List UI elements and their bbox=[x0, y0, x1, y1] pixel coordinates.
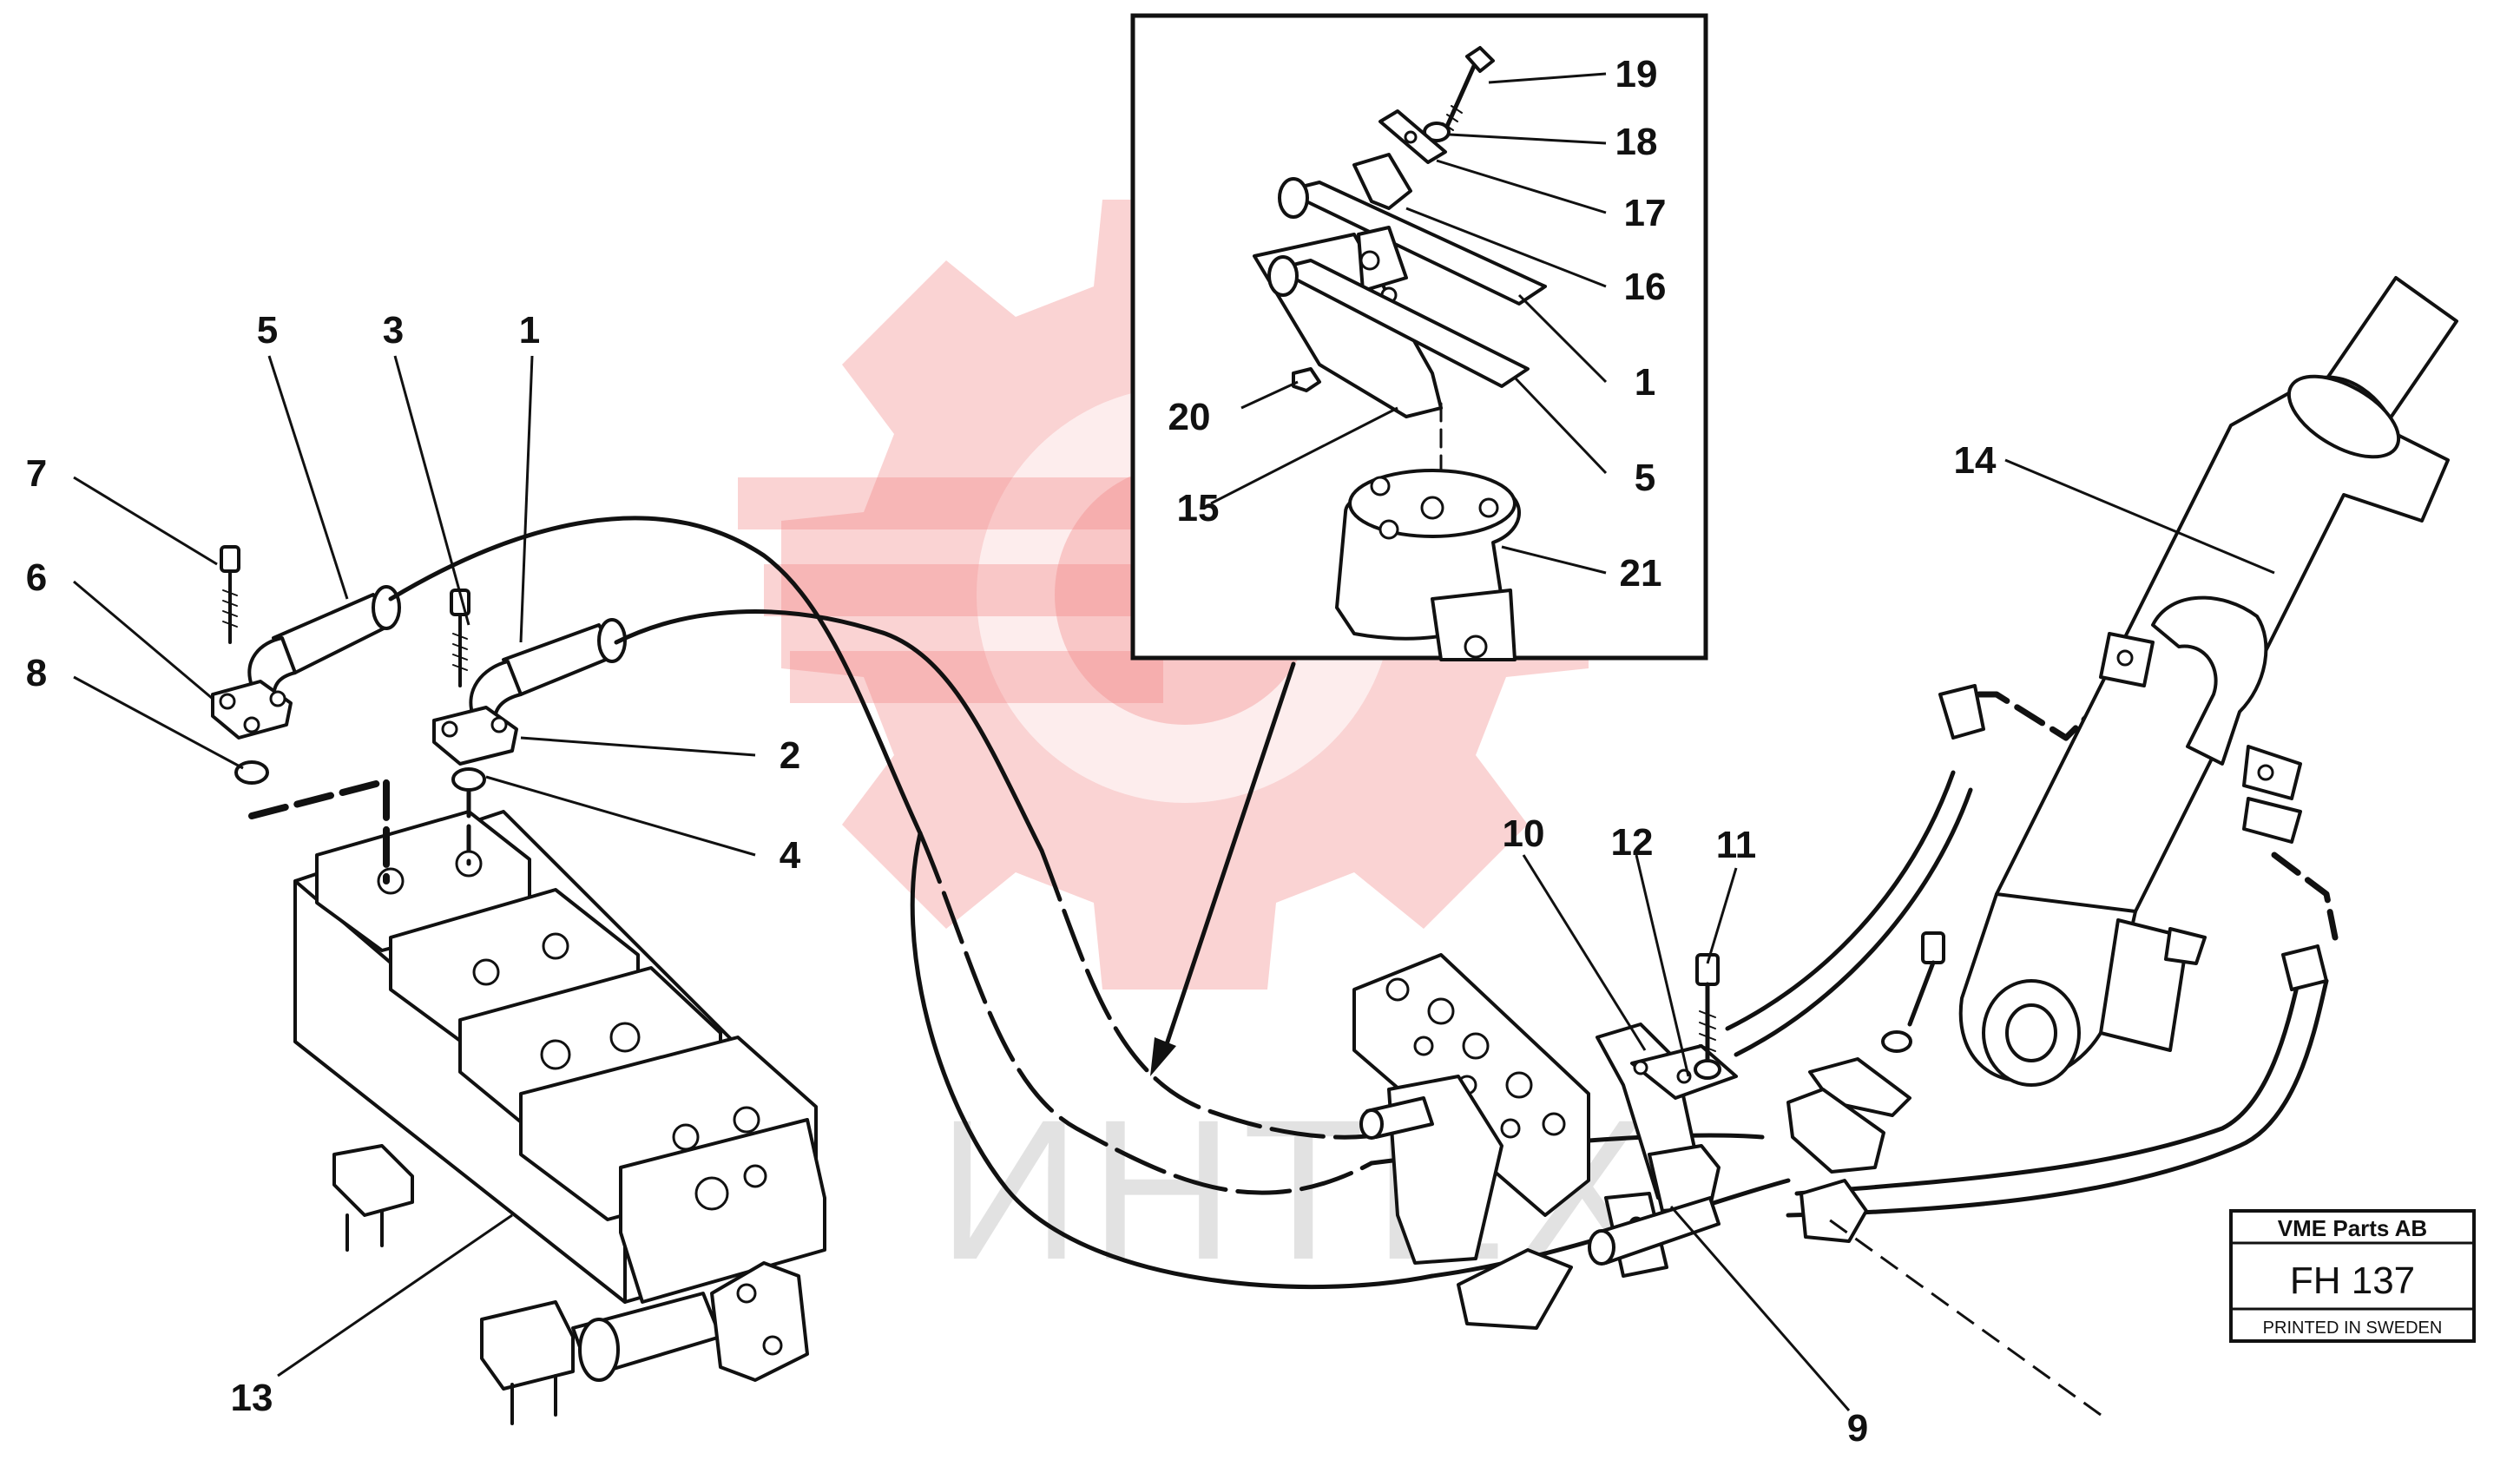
callout-7: 7 bbox=[26, 452, 47, 495]
detail-inset bbox=[1130, 13, 1708, 661]
callout-10: 10 bbox=[1503, 812, 1545, 855]
title-block: VME Parts AB FH 137 PRINTED IN SWEDEN bbox=[2229, 1209, 2476, 1343]
callout-3: 3 bbox=[383, 309, 404, 352]
o-ring-4 bbox=[451, 767, 486, 792]
callout-inset-5: 5 bbox=[1635, 457, 1655, 499]
elbow-fitting-right bbox=[432, 618, 627, 766]
callout-2: 2 bbox=[780, 734, 800, 777]
company-name: VME Parts AB bbox=[2278, 1215, 2427, 1241]
callout-11: 11 bbox=[1716, 824, 1757, 866]
printed-note: PRINTED IN SWEDEN bbox=[2263, 1318, 2443, 1338]
callout-18: 18 bbox=[1615, 121, 1658, 163]
clamp-bracket-assembly bbox=[1352, 931, 1945, 1330]
drawing-code: FH 137 bbox=[2290, 1259, 2415, 1302]
callout-13: 13 bbox=[231, 1377, 273, 1419]
hose-lines bbox=[388, 516, 2339, 1289]
valve-block-assembly bbox=[293, 810, 826, 1425]
callout-14: 14 bbox=[1954, 439, 1997, 482]
detail-arrow bbox=[1150, 661, 1296, 1076]
callout-1: 1 bbox=[519, 309, 540, 352]
callout-8: 8 bbox=[26, 652, 47, 694]
callout-12: 12 bbox=[1611, 821, 1654, 864]
callout-numbers: 1 2 3 4 5 6 7 8 9 10 11 12 13 14 15 16 1… bbox=[26, 53, 1997, 1450]
callout-21: 21 bbox=[1620, 552, 1662, 595]
callout-4: 4 bbox=[780, 834, 801, 877]
bolts-7-3 bbox=[220, 545, 470, 687]
dashed-connection-left bbox=[248, 778, 390, 884]
callout-6: 6 bbox=[26, 556, 47, 599]
leader-lines bbox=[73, 72, 2275, 1417]
callout-5: 5 bbox=[257, 309, 278, 352]
o-ring-8 bbox=[234, 760, 269, 785]
hydraulic-cylinder bbox=[1938, 276, 2458, 1087]
callout-inset-1: 1 bbox=[1635, 361, 1655, 404]
callout-17: 17 bbox=[1624, 192, 1667, 234]
callout-20: 20 bbox=[1168, 396, 1211, 438]
callout-19: 19 bbox=[1615, 53, 1658, 95]
callout-15: 15 bbox=[1177, 487, 1220, 529]
callout-9: 9 bbox=[1847, 1407, 1868, 1450]
callout-16: 16 bbox=[1624, 266, 1667, 308]
elbow-fitting-left bbox=[211, 585, 401, 740]
